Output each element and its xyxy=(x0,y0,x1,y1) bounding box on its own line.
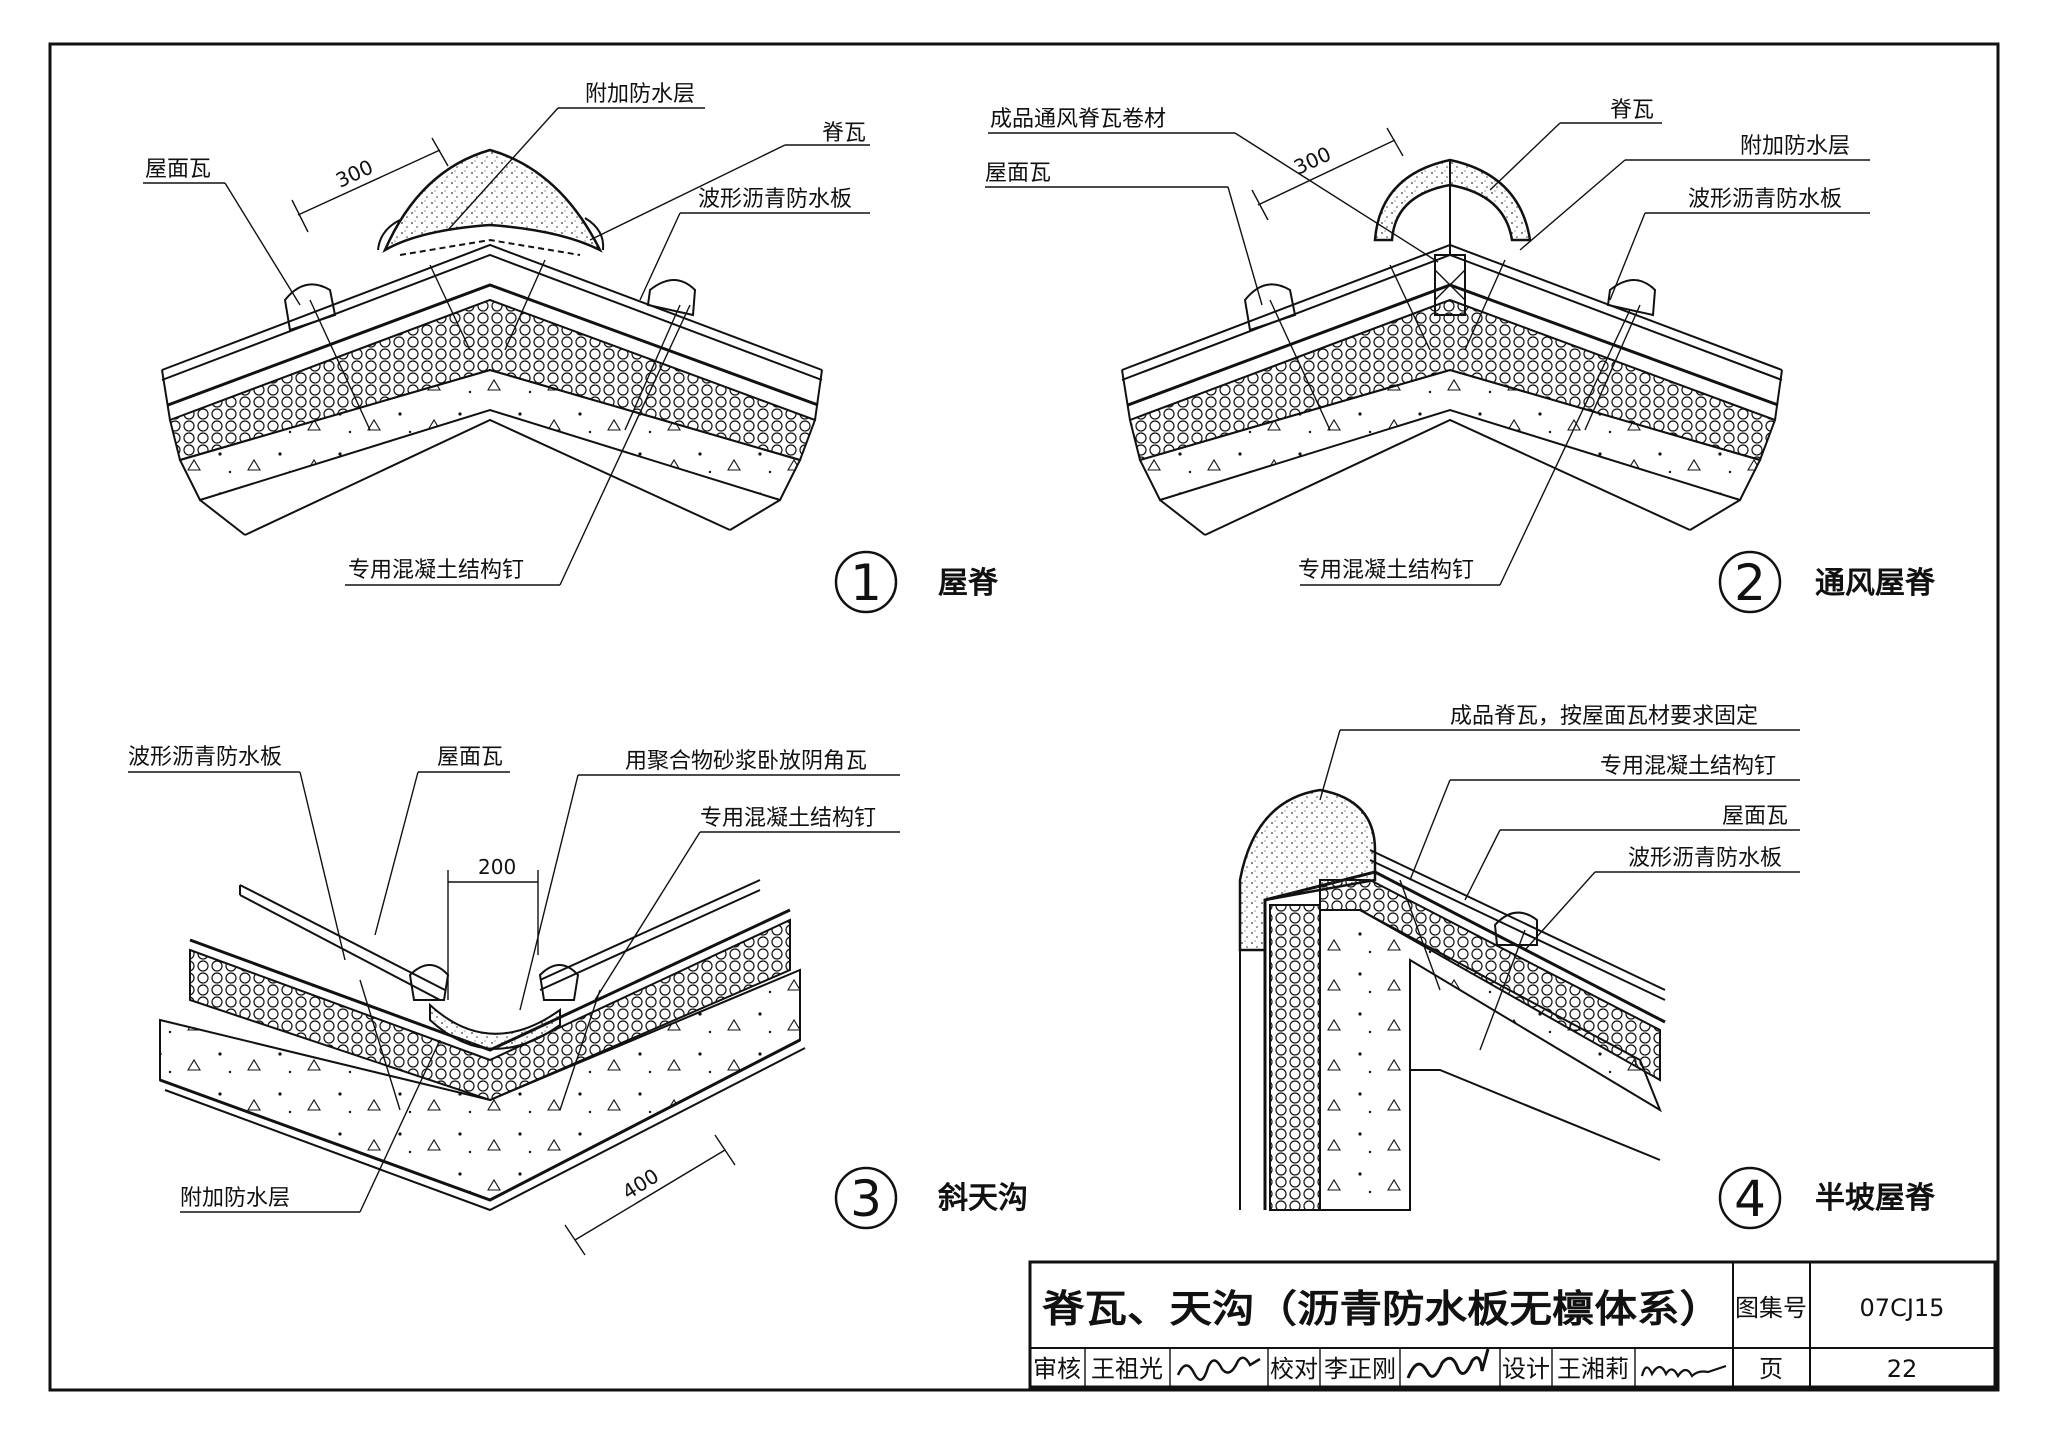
review-label: 审核 xyxy=(1033,1355,1081,1383)
detail-2-label-additional-waterproof: 附加防水层 xyxy=(1740,134,1850,159)
detail-4-leaders xyxy=(1319,729,1800,951)
detail-3-valley: 200 400 波形沥青防水板 屋面瓦 用聚合物砂浆卧放阴角瓦 专用混凝土结构钉… xyxy=(128,745,1028,1256)
detail-2-number-circle xyxy=(1718,550,1782,614)
detail-2-vent-ridge: 300 成品通风脊瓦卷材 脊瓦 附加防水层 屋面瓦 波形沥青防水板 专用混凝土结… xyxy=(985,98,1936,614)
detail-1-title: 屋脊 xyxy=(938,566,999,601)
detail-1-ridge: 300 附加防水层 脊瓦 屋面瓦 波形沥青防水板 专用混凝土结构钉 1 屋脊 xyxy=(143,82,999,614)
detail-2-label-ridge-tile: 脊瓦 xyxy=(1610,98,1654,123)
design-label: 设计 xyxy=(1502,1355,1550,1383)
detail-4-label-roof-tile: 屋面瓦 xyxy=(1722,804,1788,829)
detail-4-number-circle xyxy=(1718,1166,1782,1230)
detail-3-title: 斜天沟 xyxy=(938,1181,1028,1216)
detail-1-leaders xyxy=(143,107,870,586)
detail-3-dimension-bottom: 400 xyxy=(564,1134,736,1256)
atlas-number: 07CJ15 xyxy=(1860,1294,1945,1322)
detail-2-leaders xyxy=(985,122,1870,586)
detail-3-label-mortar-valley: 用聚合物砂浆卧放阴角瓦 xyxy=(625,749,867,774)
designer-signature xyxy=(1640,1364,1727,1379)
detail-4-label-concrete-nail: 专用混凝土结构钉 xyxy=(1600,754,1776,779)
detail-2-label-vent-roll: 成品通风脊瓦卷材 xyxy=(990,107,1166,132)
detail-2-label-roof-tile: 屋面瓦 xyxy=(985,161,1051,186)
detail-1-structure xyxy=(161,148,823,536)
detail-3-number-circle xyxy=(834,1166,898,1230)
detail-2-title: 通风屋脊 xyxy=(1815,566,1936,601)
detail-2-label-concrete-nail: 专用混凝土结构钉 xyxy=(1298,558,1474,583)
reviewer-signature xyxy=(1176,1356,1261,1381)
atlas-label: 图集号 xyxy=(1735,1294,1807,1322)
detail-3-number: 3 xyxy=(850,1170,882,1228)
detail-3-dimension-top: 200 xyxy=(447,855,539,1000)
detail-4-number: 4 xyxy=(1734,1170,1766,1228)
check-label: 校对 xyxy=(1270,1355,1318,1383)
reviewer-name: 王祖光 xyxy=(1091,1355,1163,1383)
detail-1-label-concrete-nail: 专用混凝土结构钉 xyxy=(348,558,524,583)
detail-4-label-ridge-fixed: 成品脊瓦，按屋面瓦材要求固定 xyxy=(1450,704,1758,729)
page-number: 22 xyxy=(1887,1355,1918,1383)
detail-4-title: 半坡屋脊 xyxy=(1815,1181,1936,1216)
detail-3-label-roof-tile: 屋面瓦 xyxy=(437,745,503,770)
detail-1-label-ridge-tile: 脊瓦 xyxy=(822,121,866,146)
checker-signature xyxy=(1406,1348,1490,1379)
detail-4-structure xyxy=(1238,788,1666,1211)
detail-2-structure xyxy=(1121,158,1783,536)
detail-1-label-additional-waterproof: 附加防水层 xyxy=(585,82,695,107)
detail-2-dim-300: 300 xyxy=(1290,142,1335,180)
detail-1-label-asphalt-board: 波形沥青防水板 xyxy=(698,187,852,212)
title-block: 脊瓦、天沟（沥青防水板无檩体系） 图集号 07CJ15 审核 王祖光 校对 李正… xyxy=(1028,1260,1997,1389)
detail-1-number-circle xyxy=(834,550,898,614)
detail-3-label-asphalt-board: 波形沥青防水板 xyxy=(128,745,282,770)
detail-3-leaders xyxy=(128,771,900,1213)
detail-1-dim-300: 300 xyxy=(332,155,377,193)
sheet-frame xyxy=(48,42,2000,1392)
page-label: 页 xyxy=(1759,1355,1783,1383)
detail-3-label-concrete-nail: 专用混凝土结构钉 xyxy=(700,806,876,831)
detail-2-dimension: 300 xyxy=(1251,127,1404,221)
checker-name: 李正刚 xyxy=(1324,1355,1396,1383)
detail-3-label-additional-waterproof: 附加防水层 xyxy=(180,1186,290,1211)
detail-3-dim-400: 400 xyxy=(618,1164,663,1205)
detail-2-label-asphalt-board: 波形沥青防水板 xyxy=(1688,187,1842,212)
detail-3-structure xyxy=(159,879,806,1212)
detail-1-number: 1 xyxy=(850,554,882,612)
detail-4-label-asphalt-board: 波形沥青防水板 xyxy=(1628,846,1782,871)
detail-2-number: 2 xyxy=(1734,554,1766,612)
detail-3-dim-200: 200 xyxy=(478,855,516,879)
detail-1-label-roof-tile: 屋面瓦 xyxy=(145,157,211,182)
detail-4-half-ridge: 成品脊瓦，按屋面瓦材要求固定 专用混凝土结构钉 屋面瓦 波形沥青防水板 4 半坡… xyxy=(1238,704,1936,1230)
designer-name: 王湘莉 xyxy=(1557,1355,1629,1383)
drawing-title: 脊瓦、天沟（沥青防水板无檩体系） xyxy=(1042,1287,1722,1331)
